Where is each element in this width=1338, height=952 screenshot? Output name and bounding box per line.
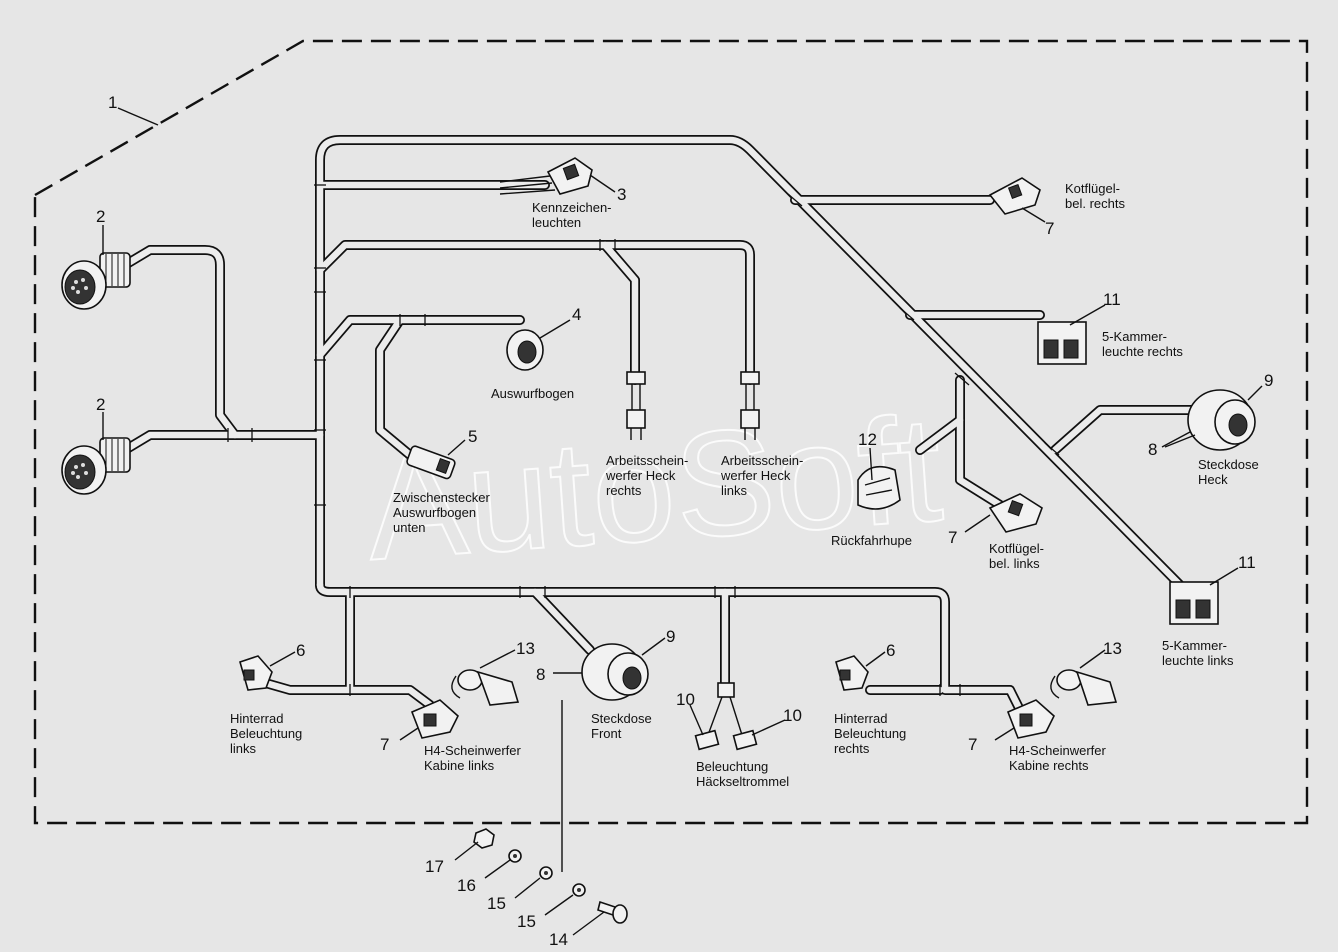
label-steckdose-front-2: Front	[591, 726, 622, 741]
callout-13a: 13	[516, 639, 535, 658]
work-light-left-connector	[740, 371, 760, 440]
callout-9b: 9	[666, 627, 675, 646]
label-h4-links-1: H4-Scheinwerfer	[424, 743, 521, 758]
label-auswurfbogen: Auswurfbogen	[491, 386, 574, 401]
label-kammer-links-2: leuchte links	[1162, 653, 1234, 668]
five-chamber-light-right	[1037, 321, 1087, 365]
callout-5: 5	[468, 427, 477, 446]
label-steckdose-heck-1: Steckdose	[1198, 457, 1259, 472]
round-connector-top	[61, 252, 131, 310]
h4-headlight-right-connector	[1006, 699, 1055, 739]
label-zwischen-2: Auswurfbogen	[393, 505, 476, 520]
callout-14: 14	[549, 930, 568, 949]
fender-light-left-connector	[988, 493, 1043, 533]
callout-15a: 15	[487, 894, 506, 913]
label-arbeits-links-1: Arbeitsschein-	[721, 453, 803, 468]
mounting-hardware	[473, 700, 628, 924]
callout-17: 17	[425, 857, 444, 876]
callout-8a: 8	[1148, 440, 1157, 459]
label-arbeits-rechts-1: Arbeitsschein-	[606, 453, 688, 468]
chopper-drum-light-connectors	[694, 682, 758, 751]
label-hinterrad-links-3: links	[230, 741, 257, 756]
callout-13b: 13	[1103, 639, 1122, 658]
work-light-right-connector	[626, 371, 646, 440]
callout-4: 4	[572, 305, 581, 324]
labels: Kennzeichen- leuchten Kotflügel- bel. re…	[230, 181, 1259, 789]
label-kennzeichen-2: leuchten	[532, 215, 581, 230]
intermediate-connector	[406, 445, 456, 480]
fender-light-right-connector	[988, 177, 1041, 215]
callouts: 1 2 2 3 7 11 4 5 9 8 12 7 11 6 7 13 9 8 …	[96, 93, 1273, 949]
rear-socket	[1187, 389, 1256, 451]
label-kotfluegel-links-1: Kotflügel-	[989, 541, 1044, 556]
label-rueckfahr: Rückfahrhupe	[831, 533, 912, 548]
watermark: AutoSoft	[361, 384, 947, 592]
callout-2a: 2	[96, 207, 105, 226]
label-hinterrad-rechts-2: Beleuchtung	[834, 726, 906, 741]
label-kammer-links-1: 5-Kammer-	[1162, 638, 1227, 653]
label-haecksel-2: Häckseltrommel	[696, 774, 789, 789]
callout-3: 3	[617, 185, 626, 204]
callout-1: 1	[108, 93, 117, 112]
label-h4-rechts-2: Kabine rechts	[1009, 758, 1089, 773]
label-arbeits-links-2: werfer Heck	[720, 468, 791, 483]
label-kammer-rechts-2: leuchte rechts	[1102, 344, 1183, 359]
label-hinterrad-links-1: Hinterrad	[230, 711, 283, 726]
label-steckdose-front-1: Steckdose	[591, 711, 652, 726]
h4-headlight-left-plug	[451, 669, 520, 706]
label-steckdose-heck-2: Heck	[1198, 472, 1228, 487]
label-haecksel-1: Beleuchtung	[696, 759, 768, 774]
callout-7a: 7	[1045, 219, 1054, 238]
label-h4-rechts-1: H4-Scheinwerfer	[1009, 743, 1106, 758]
callout-11a: 11	[1103, 290, 1121, 309]
license-light-connector	[499, 157, 593, 195]
h4-headlight-left-connector	[410, 699, 459, 739]
label-hinterrad-rechts-1: Hinterrad	[834, 711, 887, 726]
front-socket	[581, 643, 649, 701]
callout-10b: 10	[783, 706, 802, 725]
callout-16: 16	[457, 876, 476, 895]
label-h4-links-2: Kabine links	[424, 758, 495, 773]
label-kotfluegel-rechts-2: bel. rechts	[1065, 196, 1125, 211]
callout-10a: 10	[676, 690, 695, 709]
cable-harness	[120, 135, 1205, 715]
reverse-horn	[857, 465, 901, 510]
callout-7c: 7	[380, 735, 389, 754]
label-zwischen-1: Zwischenstecker	[393, 490, 490, 505]
label-kotfluegel-links-2: bel. links	[989, 556, 1040, 571]
round-connector-bottom	[61, 437, 131, 495]
callout-9a: 9	[1264, 371, 1273, 390]
rear-wheel-light-right-connector	[835, 655, 869, 691]
label-arbeits-rechts-2: werfer Heck	[605, 468, 676, 483]
callout-7b: 7	[948, 528, 957, 547]
label-hinterrad-rechts-3: rechts	[834, 741, 870, 756]
callout-6l: 6	[296, 641, 305, 660]
callout-15b: 15	[517, 912, 536, 931]
callout-8b: 8	[536, 665, 545, 684]
label-kammer-rechts-1: 5-Kammer-	[1102, 329, 1167, 344]
label-hinterrad-links-2: Beleuchtung	[230, 726, 302, 741]
ejector-socket	[506, 329, 544, 371]
label-kennzeichen-1: Kennzeichen-	[532, 200, 612, 215]
label-arbeits-rechts-3: rechts	[606, 483, 642, 498]
label-kotfluegel-rechts-1: Kotflügel-	[1065, 181, 1120, 196]
label-zwischen-3: unten	[393, 520, 426, 535]
five-chamber-light-left	[1169, 581, 1219, 625]
callout-2b: 2	[96, 395, 105, 414]
callout-6r: 6	[886, 641, 895, 660]
h4-headlight-right-plug	[1050, 669, 1118, 706]
label-arbeits-links-3: links	[721, 483, 748, 498]
callout-11b: 11	[1238, 553, 1256, 572]
callout-7d: 7	[968, 735, 977, 754]
callout-12: 12	[858, 430, 877, 449]
leader-lines	[102, 107, 1263, 936]
rear-wheel-light-left-connector	[239, 655, 273, 691]
